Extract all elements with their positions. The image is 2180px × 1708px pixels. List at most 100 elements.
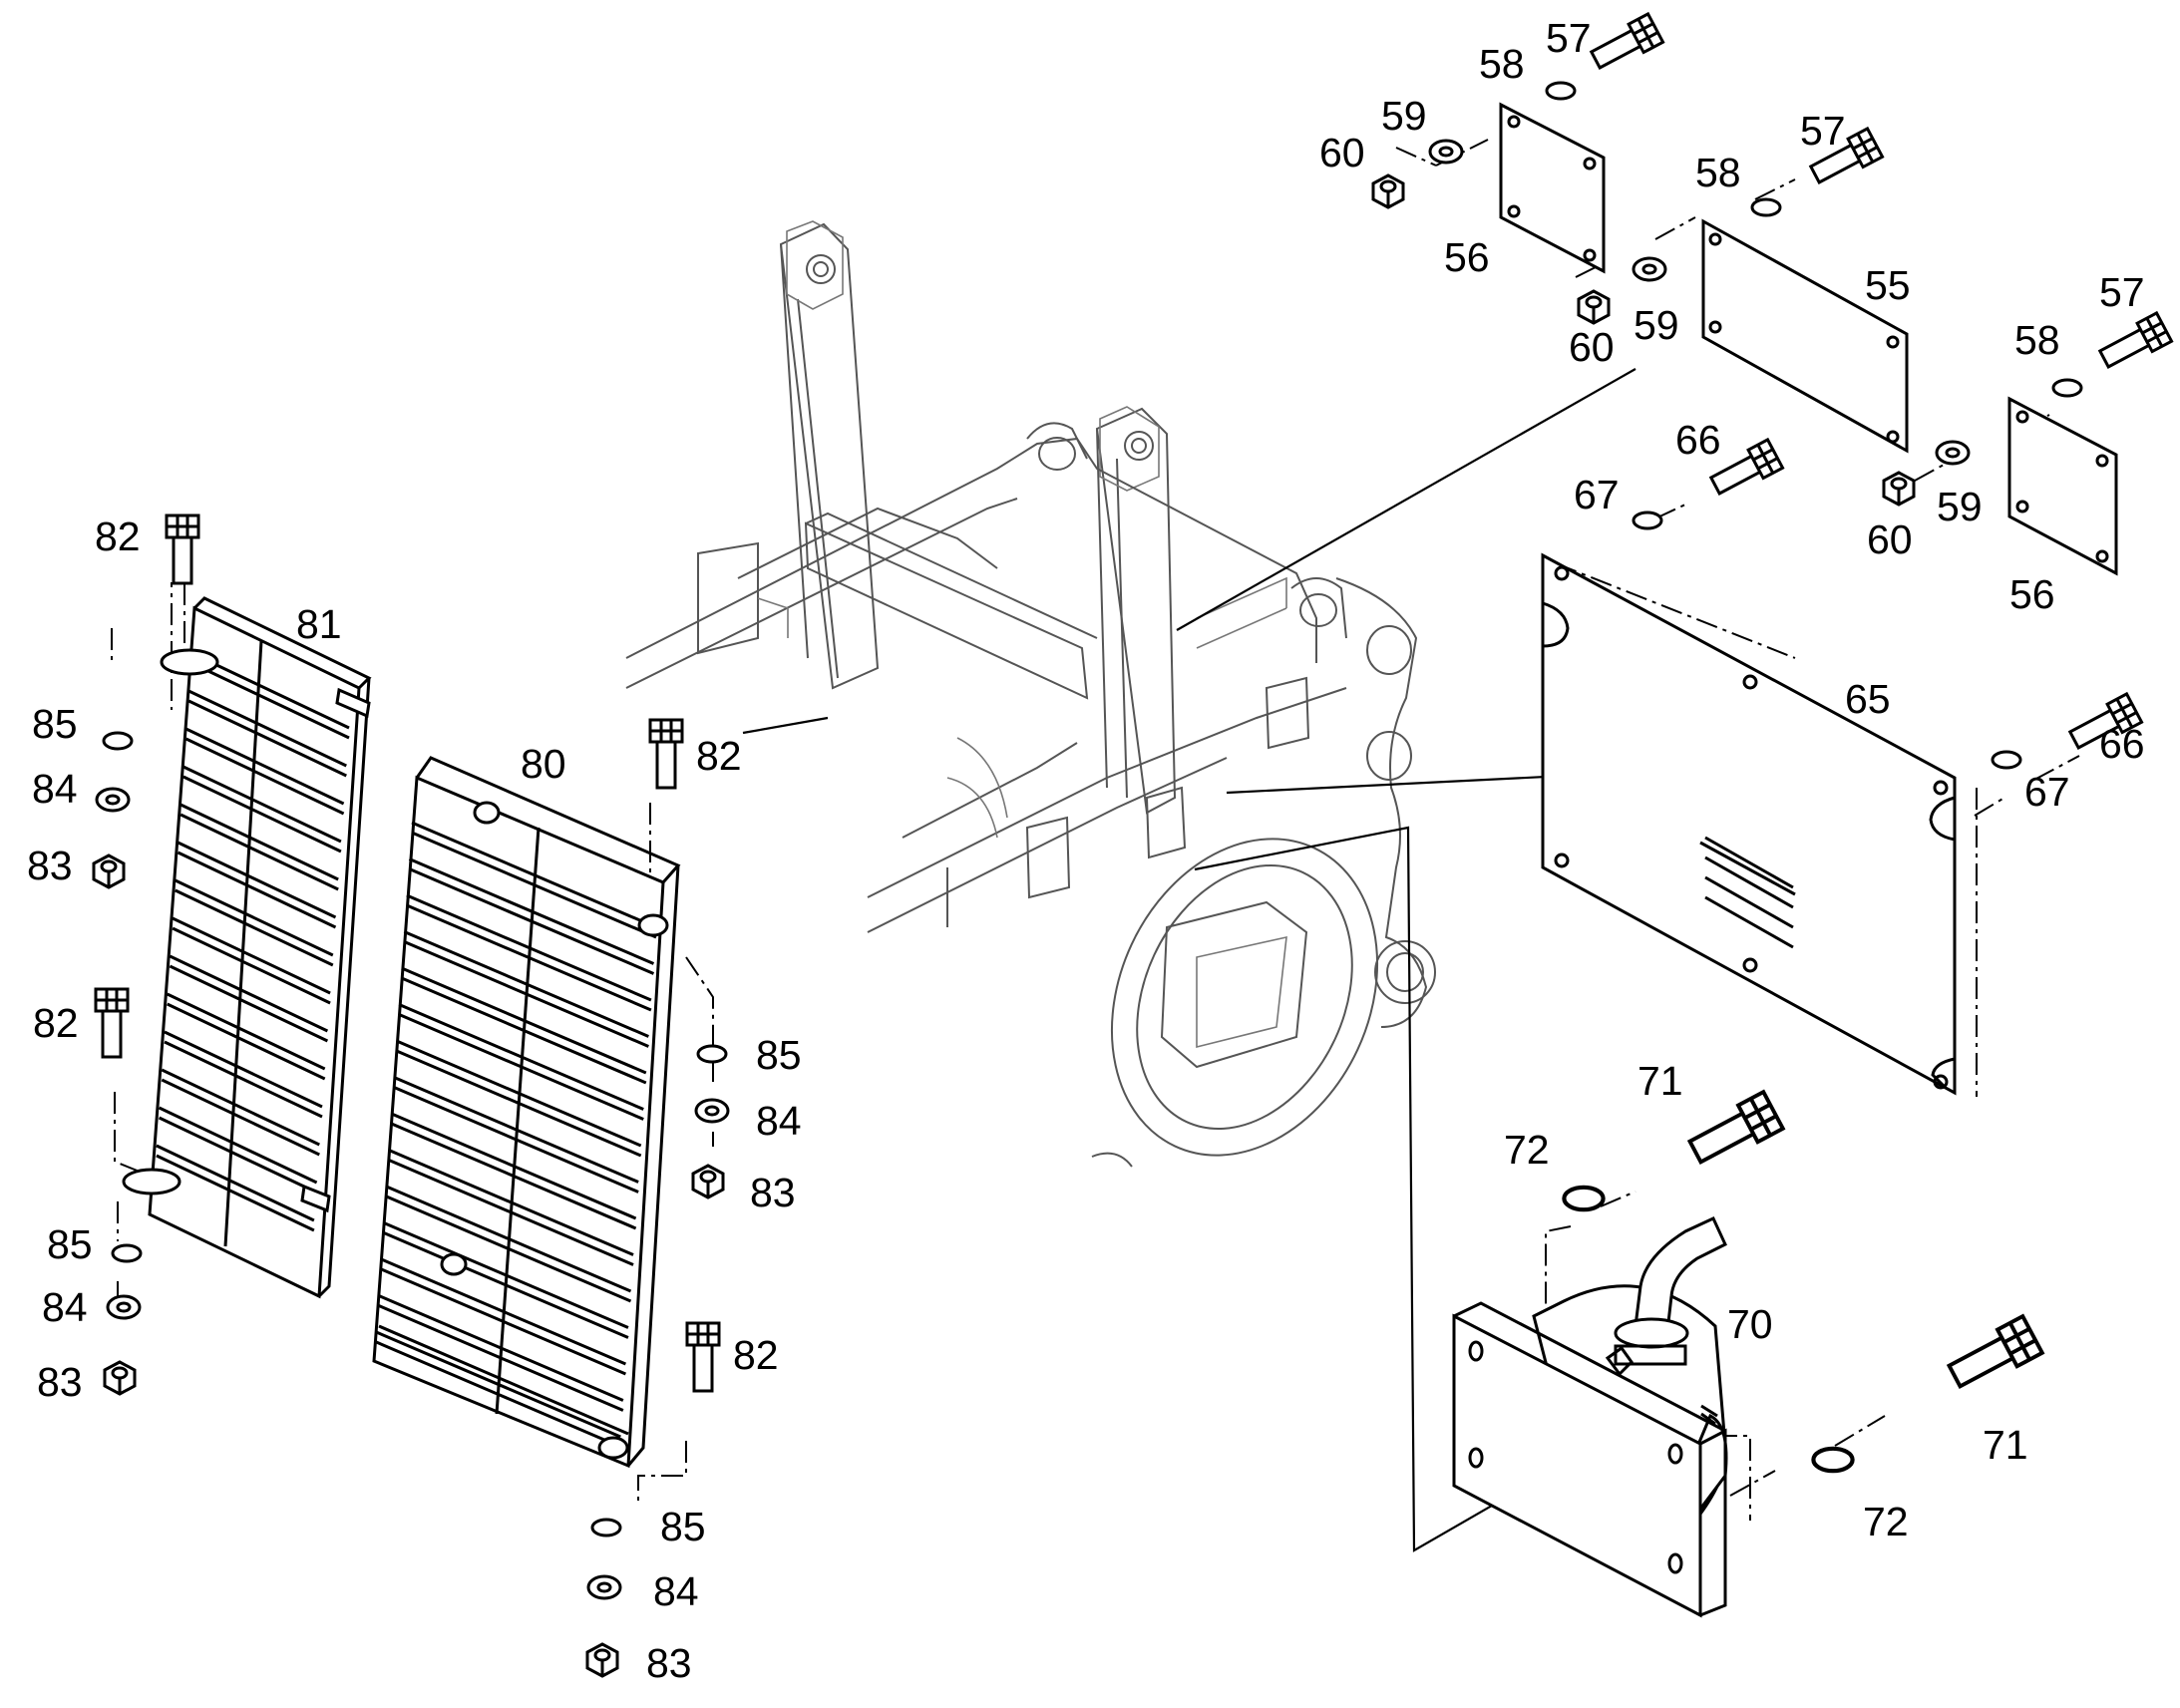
label-65: 65 — [1845, 676, 1891, 722]
grille-80 — [372, 756, 681, 1469]
washer-84-b — [694, 1098, 730, 1124]
washer-72-a — [1564, 1188, 1603, 1209]
washer-58-a — [1545, 81, 1577, 101]
grille-slat — [172, 916, 331, 1005]
label-57: 57 — [2099, 269, 2145, 315]
grille-slat — [164, 1030, 323, 1119]
label-71: 71 — [1637, 1058, 1683, 1104]
grille-81 — [122, 596, 372, 1299]
label-67: 67 — [2024, 769, 2070, 815]
label-56: 56 — [2009, 571, 2055, 617]
washer-85-b — [696, 1044, 728, 1064]
grille-slat — [403, 930, 649, 1048]
label-80: 80 — [521, 741, 566, 787]
label-82: 82 — [33, 1000, 79, 1046]
label-66: 66 — [2099, 721, 2145, 767]
label-67: 67 — [1574, 472, 1620, 517]
grille-80-slats — [375, 821, 657, 1449]
cover-plate-55 — [1701, 218, 1909, 454]
washer-67-a — [1632, 511, 1663, 530]
washer-58-b — [1750, 197, 1782, 217]
washer-85-a — [102, 731, 134, 751]
label-70: 70 — [1727, 1301, 1773, 1347]
grille-slat — [177, 841, 337, 929]
grille-slat — [401, 966, 647, 1085]
label-71: 71 — [1983, 1422, 2028, 1468]
washer-85-d — [590, 1518, 622, 1537]
bolt-57-c — [2094, 311, 2174, 375]
grille-slat — [411, 821, 657, 939]
label-56: 56 — [1444, 234, 1490, 280]
label-82: 82 — [95, 513, 141, 559]
grille-slat — [169, 954, 329, 1043]
label-57: 57 — [1546, 15, 1592, 61]
label-85: 85 — [47, 1221, 93, 1267]
grille-81-slats — [156, 651, 350, 1232]
label-59: 59 — [1634, 302, 1679, 348]
bolt-82-b — [648, 718, 684, 790]
washer-59-b — [1632, 256, 1667, 282]
cover-plate-56-top — [1499, 102, 1606, 274]
label-84: 84 — [756, 1098, 802, 1144]
grille-slat — [385, 1185, 632, 1303]
main-frame-drawing — [625, 220, 1436, 1168]
label-60: 60 — [1867, 516, 1913, 562]
grille-slat — [398, 1003, 644, 1121]
grille-slat — [408, 857, 655, 975]
label-72: 72 — [1504, 1127, 1550, 1173]
grille-slat — [161, 1068, 320, 1157]
bolt-71-a — [1683, 1090, 1785, 1173]
label-82: 82 — [696, 733, 742, 779]
washer-58-c — [2051, 378, 2083, 398]
nut-60-c — [1882, 471, 1916, 507]
grille-slat — [182, 765, 342, 854]
bolt-82-d — [685, 1321, 721, 1393]
label-59: 59 — [1381, 93, 1427, 139]
nut-60-a — [1371, 173, 1405, 209]
washer-84-a — [95, 787, 131, 813]
label-66: 66 — [1675, 417, 1721, 463]
nut-83-a — [92, 854, 126, 889]
nut-83-c — [103, 1360, 137, 1396]
label-60: 60 — [1569, 324, 1615, 370]
label-57: 57 — [1800, 108, 1846, 154]
grille-slat — [175, 878, 334, 967]
label-58: 58 — [1479, 41, 1525, 87]
label-58: 58 — [1695, 150, 1741, 195]
washer-59-c — [1935, 440, 1971, 466]
grille-slat — [391, 1112, 637, 1230]
cover-plate-65 — [1541, 552, 1957, 1096]
label-85: 85 — [756, 1032, 802, 1078]
grille-slat — [156, 1144, 315, 1232]
label-83: 83 — [750, 1170, 796, 1215]
label-84: 84 — [653, 1568, 699, 1614]
grille-slat — [393, 1076, 639, 1194]
grille-slat — [388, 1149, 634, 1266]
nut-83-b — [691, 1164, 725, 1199]
grille-slat — [383, 1221, 629, 1339]
label-72: 72 — [1863, 1499, 1909, 1544]
washer-84-d — [586, 1574, 622, 1600]
washer-84-c — [106, 1294, 142, 1320]
grille-slat — [167, 992, 326, 1081]
grille-slat — [378, 1294, 624, 1412]
nut-60-b — [1577, 289, 1611, 325]
label-59: 59 — [1937, 484, 1983, 529]
grille-slat — [180, 803, 339, 891]
grille-slat — [380, 1257, 626, 1376]
label-83: 83 — [27, 843, 73, 888]
label-85: 85 — [32, 701, 78, 747]
label-85: 85 — [660, 1504, 706, 1549]
label-60: 60 — [1319, 130, 1365, 175]
washer-67-b — [1991, 750, 2022, 770]
washer-59-a — [1428, 139, 1464, 165]
label-55: 55 — [1865, 262, 1911, 308]
washer-72-b — [1813, 1449, 1852, 1471]
nut-83-d — [585, 1642, 619, 1678]
grille-slat — [158, 1106, 318, 1195]
bracket-70 — [1452, 1216, 1728, 1618]
label-82: 82 — [733, 1332, 779, 1378]
label-81: 81 — [296, 601, 342, 647]
bolt-82-a — [165, 513, 200, 585]
